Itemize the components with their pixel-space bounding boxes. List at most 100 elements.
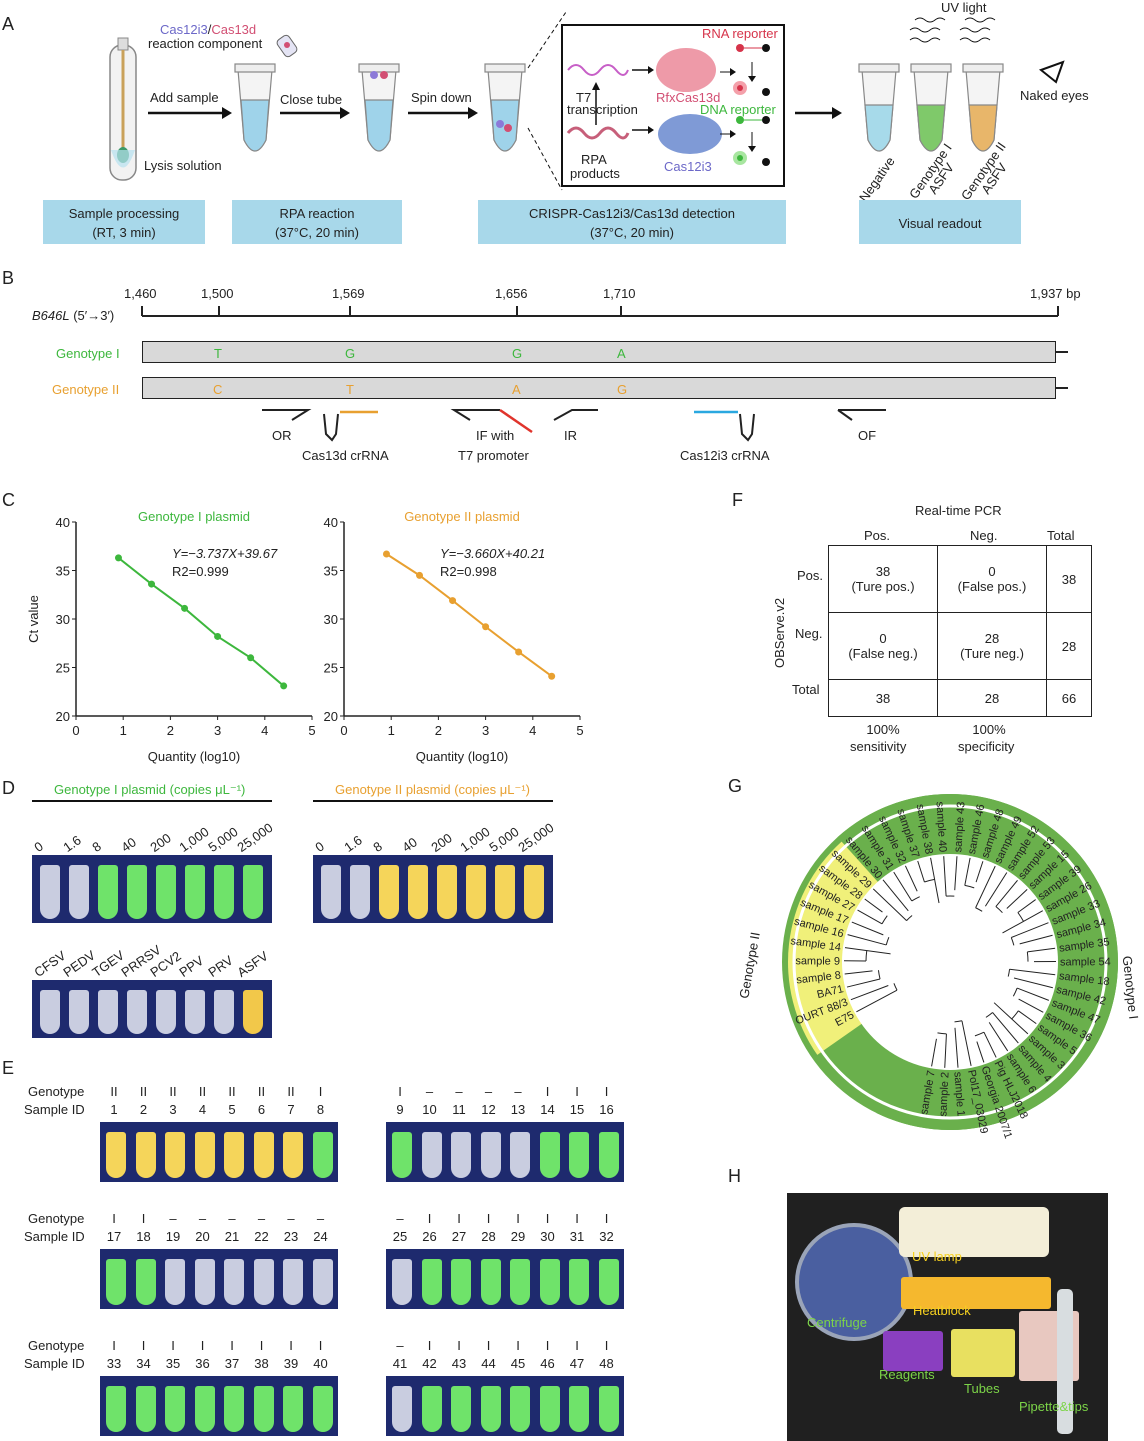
genotype-call: I — [318, 1338, 323, 1353]
tree-clade-arc — [975, 907, 983, 912]
tree-branch — [904, 865, 918, 892]
sample-id: 36 — [195, 1356, 210, 1371]
tube — [283, 1132, 303, 1178]
data-point — [114, 554, 122, 562]
tick-1937: 1,937 bp — [1030, 286, 1081, 301]
rpa-label: RPA — [581, 152, 607, 167]
heatblock-image — [901, 1277, 1051, 1309]
sample-id: 11 — [452, 1102, 466, 1117]
uv-light-label: UV light — [941, 0, 987, 15]
tree-clade-arc — [954, 1020, 963, 1023]
sample-id: 35 — [165, 1356, 181, 1371]
tube — [165, 1259, 185, 1305]
tree-branch — [864, 898, 883, 913]
tubes-photo-g2 — [313, 855, 553, 923]
tube-label: 8 — [89, 838, 104, 855]
specificity-label: specificity — [958, 739, 1015, 754]
genotype-call: I — [545, 1084, 550, 1099]
tube — [98, 990, 118, 1034]
sample-id: 38 — [254, 1356, 269, 1371]
tubes-photo-g1 — [32, 855, 272, 923]
tube-label: 5,000 — [486, 824, 522, 855]
tube-label: 0 — [31, 838, 46, 855]
step-title: Sample processing — [68, 206, 180, 221]
tube — [224, 1259, 244, 1305]
sample-id-row-label: Sample ID — [24, 1229, 85, 1244]
x-tick-label: 1 — [120, 723, 127, 738]
tree-branch — [1013, 977, 1053, 989]
tube-label: 40 — [118, 834, 139, 855]
genotype-call: I — [604, 1211, 609, 1226]
tick-1500: 1,500 — [201, 286, 234, 301]
genotype-call: II — [139, 1084, 148, 1099]
sample-id: 45 — [510, 1356, 526, 1371]
genotype-call: I — [289, 1338, 293, 1353]
tree-clade-arc — [995, 906, 1003, 914]
tube — [253, 1132, 274, 1178]
tree-clade-arc — [974, 1031, 985, 1037]
g2-base-4: G — [617, 382, 628, 397]
tube — [214, 990, 234, 1034]
tube-label: 200 — [147, 830, 174, 855]
genotype-row-label: Genotype — [28, 1084, 85, 1099]
samples-photo — [386, 1376, 624, 1436]
genotype-call: – — [396, 1338, 404, 1353]
genotype-call: – — [455, 1084, 463, 1099]
tube — [510, 1132, 530, 1178]
genotype-call: I — [486, 1338, 491, 1353]
tree-branch — [1006, 888, 1028, 909]
tube — [510, 1259, 530, 1305]
sample-id: 46 — [540, 1356, 555, 1371]
panel-letter-b: B — [2, 268, 15, 288]
tube-label: ASFV — [234, 948, 271, 980]
col-header-total: Total — [1047, 528, 1075, 543]
x-tick-label: 0 — [72, 723, 79, 738]
genotype-call: I — [427, 1338, 432, 1353]
sample-id: 23 — [283, 1229, 299, 1244]
cell-value: 28 — [984, 631, 1000, 647]
tube — [451, 1386, 471, 1432]
genotype-call: – — [514, 1084, 522, 1099]
rna-reporter-label: RNA reporter — [702, 26, 778, 41]
tube — [524, 865, 544, 919]
tree-branch — [961, 1020, 972, 1066]
tree-branch — [882, 879, 909, 912]
tube — [156, 990, 176, 1034]
g2-base-2: T — [346, 382, 354, 397]
tube — [106, 1259, 126, 1305]
tube-label: 1,000 — [457, 824, 493, 855]
uv-lamp-image — [899, 1207, 1049, 1257]
genotype-call: I — [516, 1338, 520, 1353]
reaction-component-suffix: reaction component — [148, 36, 263, 51]
sample-id: 42 — [422, 1356, 437, 1371]
tree-clade-arc — [893, 983, 898, 991]
step-crispr-detection: CRISPR-Cas12i3/Cas13d detection (37°C, 2… — [478, 200, 786, 244]
x-tick-label: 0 — [340, 723, 347, 738]
x-axis-label: Quantity (log10) — [148, 749, 241, 764]
primer-map — [262, 408, 886, 442]
tube — [312, 1132, 333, 1178]
genotype-call: – — [425, 1084, 434, 1099]
step-condition: (37°C, 20 min) — [590, 225, 674, 240]
tube — [598, 1132, 619, 1178]
panel-letter-h: H — [728, 1166, 741, 1186]
tree-clade-arc — [937, 1032, 947, 1035]
sample-id: 3 — [169, 1102, 177, 1117]
col-header-neg: Neg. — [970, 528, 998, 543]
tree-branch — [1019, 934, 1053, 945]
y-tick-label: 35 — [56, 564, 70, 579]
data-point — [482, 623, 490, 631]
tube — [253, 1259, 274, 1305]
tube — [127, 865, 147, 919]
if-label: IF with — [476, 428, 515, 443]
genotype-call: – — [228, 1211, 236, 1226]
kit-photo — [787, 1193, 1108, 1441]
tick-1710: 1,710 — [603, 286, 636, 301]
heatblock-label: Heatblock — [913, 1303, 971, 1318]
x-tick-label: 4 — [261, 723, 268, 738]
cell-note: (False neg.) — [848, 646, 918, 662]
tree-branch — [954, 1027, 959, 1068]
sample-id: 18 — [136, 1229, 151, 1244]
reagents-rack-image — [883, 1331, 943, 1371]
